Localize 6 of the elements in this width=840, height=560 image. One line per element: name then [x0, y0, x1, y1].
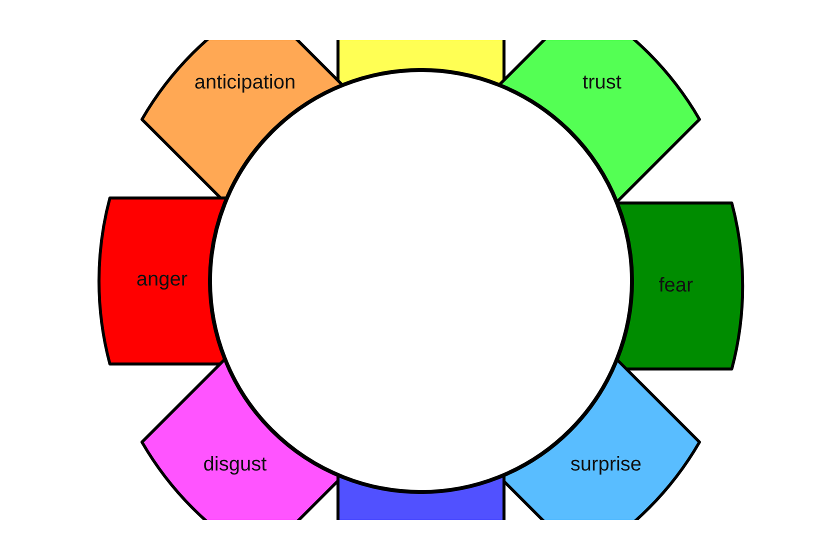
emotion-label: fear: [658, 274, 694, 298]
emotion-label: surprise: [570, 453, 642, 476]
emotion-label: anticipation: [194, 72, 296, 94]
emotion-label: trust: [582, 72, 622, 94]
emotion-label: anger: [136, 268, 188, 292]
emotion-label: disgust: [203, 453, 267, 476]
